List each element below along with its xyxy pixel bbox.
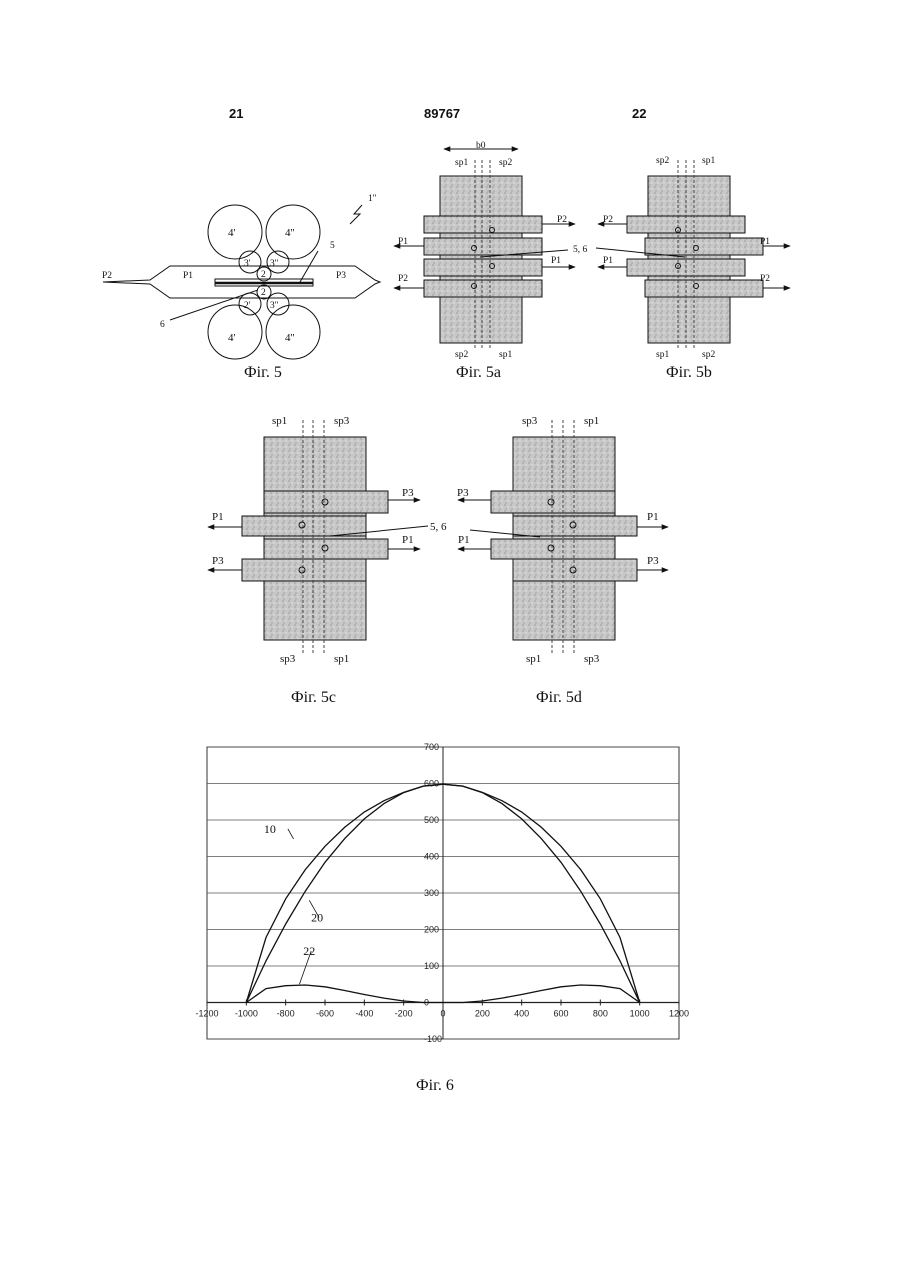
- zone-label: sp1: [455, 158, 468, 168]
- caption-fig5a: Фiг. 5a: [456, 364, 501, 381]
- force-label: P3: [457, 487, 469, 499]
- zone-label: sp1: [526, 653, 541, 665]
- roll-label: 3'': [270, 259, 278, 269]
- force-label: P2: [398, 274, 408, 284]
- x-tick-label: 1000: [630, 1009, 650, 1019]
- zone-label: sp2: [702, 350, 715, 360]
- roll-label: 3': [244, 259, 251, 269]
- zone-label: sp3: [334, 415, 350, 427]
- zone-label: sp1: [272, 415, 287, 427]
- caption-fig5d: Фiг. 5d: [536, 689, 582, 706]
- x-tick-label: 1200: [669, 1009, 689, 1019]
- stand-reference: 1'': [368, 194, 376, 204]
- x-tick-label: 600: [553, 1009, 568, 1019]
- zone-label: sp1: [584, 415, 599, 427]
- label-p1: P1: [183, 271, 193, 281]
- x-tick-label: 0: [440, 1009, 445, 1019]
- y-tick-label: 200: [424, 925, 439, 935]
- force-label: P1: [212, 511, 224, 523]
- x-tick-label: -800: [277, 1009, 295, 1019]
- roll-label: 4'': [285, 227, 294, 239]
- caption-fig5c: Фiг. 5c: [291, 689, 336, 706]
- y-tick-label: 400: [424, 852, 439, 862]
- roll-label: 2': [244, 301, 251, 311]
- roll-label: 4': [228, 332, 236, 344]
- zone-label: sp3: [280, 653, 296, 665]
- zone-label: sp1: [702, 156, 715, 166]
- zone-label: sp1: [499, 350, 512, 360]
- label-6: 6: [160, 320, 165, 330]
- zone-label: sp2: [455, 350, 468, 360]
- y-tick-label: 600: [424, 779, 439, 789]
- zone-label: sp3: [584, 653, 600, 665]
- zone-label: sp2: [499, 158, 512, 168]
- series-label-10: 10: [264, 822, 276, 836]
- series-leader-10: [288, 829, 294, 839]
- force-label: P1: [647, 511, 659, 523]
- force-label: P3: [402, 487, 414, 499]
- x-tick-label: 800: [593, 1009, 608, 1019]
- figure-6-chart: -1000100200300400500600700-1200-1000-800…: [195, 742, 689, 1044]
- figure-5c: sp1 sp3 sp3 sp1 P3 P1 P1 P3 5, 6 Фiг. 5c: [208, 415, 447, 706]
- force-label: P1: [551, 256, 561, 266]
- roll-label: 4'': [285, 332, 294, 344]
- zone-label: sp1: [334, 653, 349, 665]
- figure-5-labels: 4' 4'' 3' 3'' 2 2 2' 3'' 4' 4'' 1'' P2 P…: [102, 194, 376, 381]
- force-label: P1: [458, 534, 470, 546]
- figure-5d: sp3 sp1 sp1 sp3 P3 P1 P1 P3 Фiг. 5d: [457, 415, 668, 706]
- force-label: P2: [603, 215, 613, 225]
- dimension-b0: b0: [476, 141, 486, 151]
- y-tick-label: 700: [424, 742, 439, 752]
- force-label: P3: [647, 555, 659, 567]
- label-5: 5: [330, 241, 335, 251]
- x-tick-label: -200: [395, 1009, 413, 1019]
- y-tick-label: 100: [424, 961, 439, 971]
- roll-label: 2: [261, 288, 266, 298]
- force-label: P3: [212, 555, 224, 567]
- y-tick-label: -100: [424, 1034, 442, 1044]
- force-label: P1: [603, 256, 613, 266]
- force-label: P1: [760, 237, 770, 247]
- figure-5b: sp2 sp1 sp1 sp2 P2 P1 P1 P2 Фiг. 5b: [596, 156, 790, 381]
- roll-label: 4': [228, 227, 236, 239]
- x-tick-label: 200: [475, 1009, 490, 1019]
- force-label: P2: [760, 274, 770, 284]
- y-tick-label: 500: [424, 815, 439, 825]
- x-tick-label: -600: [316, 1009, 334, 1019]
- series-label-20: 20: [311, 910, 323, 924]
- zone-label: sp1: [656, 350, 669, 360]
- caption-fig5b: Фiг. 5b: [666, 364, 712, 381]
- series-label-22: 22: [303, 944, 315, 958]
- x-tick-label: -1200: [195, 1009, 218, 1019]
- x-tick-label: 400: [514, 1009, 529, 1019]
- callout-5-6: 5, 6: [573, 245, 588, 255]
- force-label: P2: [557, 215, 567, 225]
- caption-fig5: Фiг. 5: [244, 364, 282, 381]
- figure-5: [103, 205, 380, 359]
- roll-label: 3'': [270, 301, 278, 311]
- caption-fig6: Фiг. 6: [416, 1077, 454, 1094]
- label-p3: P3: [336, 271, 346, 281]
- callout-5-6: 5, 6: [430, 521, 447, 533]
- figure-5a: b0 sp1 sp2 sp2 sp1 P2 P1 P2 P1 5, 6 Фiг.…: [394, 141, 588, 381]
- force-label: P1: [398, 237, 408, 247]
- roll-label: 2: [261, 270, 266, 280]
- x-tick-label: -400: [355, 1009, 373, 1019]
- zone-label: sp2: [656, 156, 669, 166]
- force-label: P1: [402, 534, 414, 546]
- label-p2: P2: [102, 271, 112, 281]
- y-tick-label: 300: [424, 888, 439, 898]
- zone-label: sp3: [522, 415, 538, 427]
- x-tick-label: -1000: [235, 1009, 258, 1019]
